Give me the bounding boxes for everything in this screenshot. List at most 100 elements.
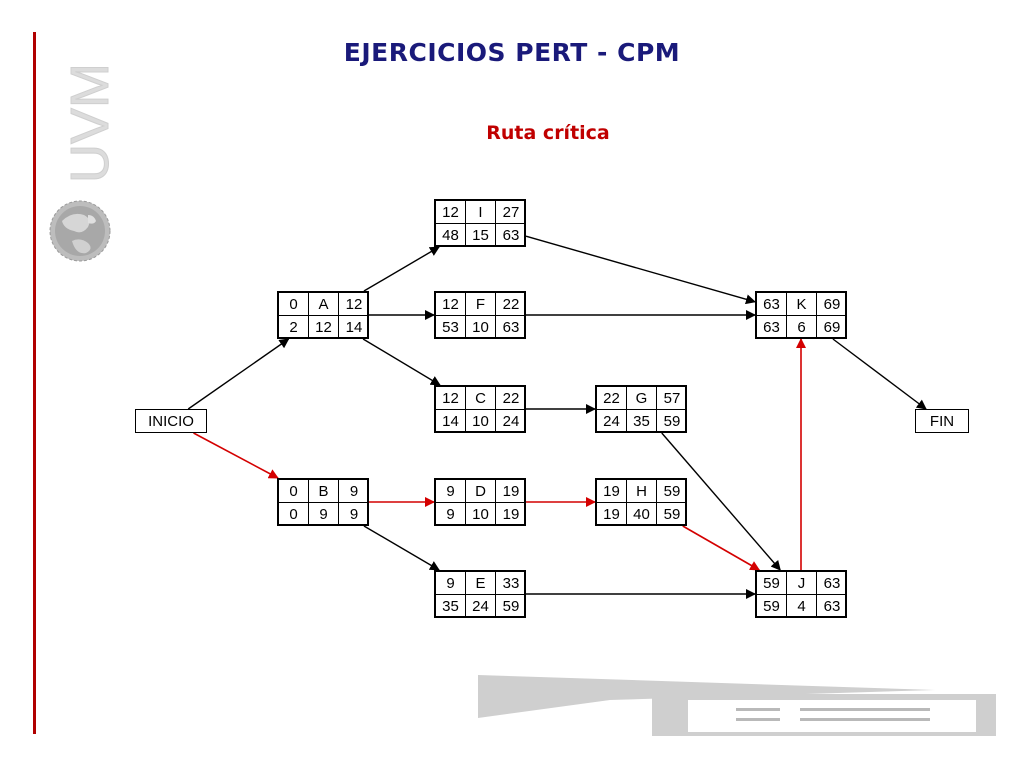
footer-line-2 (736, 718, 780, 721)
activity-node-K: 63 K 69 63 6 69 (755, 291, 847, 339)
start-node: INICIO (135, 409, 207, 433)
node-G-id: G (627, 387, 657, 410)
node-K-ls: 63 (757, 316, 787, 339)
node-H-es: 19 (597, 480, 627, 503)
node-C-lf: 24 (502, 413, 520, 430)
node-E-ef: 33 (496, 572, 526, 595)
node-F-es: 12 (436, 293, 466, 316)
node-I-es: 12 (436, 201, 466, 224)
node-I-dur: 15 (466, 224, 496, 247)
node-B-es: 0 (279, 480, 309, 503)
node-E-lf: 59 (502, 598, 520, 615)
node-D-es: 9 (436, 480, 466, 503)
uvm-logo-text: UVM (60, 63, 120, 183)
node-H-dur: 40 (627, 503, 657, 526)
node-E-dur: 24 (466, 595, 496, 618)
node-J-id: J (787, 572, 817, 595)
node-B-ls: 0 (279, 503, 309, 526)
node-K-dur: 6 (787, 316, 817, 339)
node-C-es: 12 (436, 387, 466, 410)
node-J-dur: 4 (787, 595, 817, 618)
activity-node-G: 22 G 57 24 35 59 (595, 385, 687, 433)
edge-k-to-fin (832, 338, 927, 410)
node-H-lf: 59 (663, 506, 681, 523)
node-H-ls: 19 (597, 503, 627, 526)
activity-node-J: 59 J 63 59 4 63 (755, 570, 847, 618)
node-C-id: C (466, 387, 496, 410)
activity-node-C: 12 C 22 14 10 24 (434, 385, 526, 433)
node-D-id: D (466, 480, 496, 503)
node-G-ef: 57 (657, 387, 687, 410)
node-K-lf: 69 (823, 319, 841, 336)
node-D-dur: 10 (466, 503, 496, 526)
diagram-subtitle: Ruta crítica (486, 122, 610, 144)
node-A-id: A (309, 293, 339, 316)
node-K-ef: 69 (817, 293, 847, 316)
node-F-id: F (466, 293, 496, 316)
node-D-ef: 19 (496, 480, 526, 503)
footer-panel (688, 700, 976, 732)
node-C-ef: 22 (496, 387, 526, 410)
node-B-id: B (309, 480, 339, 503)
footer-line-1 (736, 708, 780, 711)
node-F-lf: 63 (502, 319, 520, 336)
activity-node-A: 0 A 12 2 12 14 (277, 291, 369, 339)
page-title: EJERCICIOS PERT - CPM (343, 38, 681, 67)
activity-node-H: 19 H 59 19 40 59 (595, 478, 687, 526)
node-D-ls: 9 (436, 503, 466, 526)
edge-b-to-e (363, 525, 440, 571)
activity-node-I: 12 I 27 48 15 63 (434, 199, 526, 247)
activity-node-B: 0 B 9 0 9 9 (277, 478, 369, 526)
node-H-ef: 59 (657, 480, 687, 503)
node-A-ef: 12 (339, 293, 369, 316)
edge-h-to-j (682, 525, 761, 571)
node-G-ls: 24 (597, 410, 627, 433)
edge-a-to-i (363, 246, 440, 292)
node-H-id: H (627, 480, 657, 503)
node-I-ef: 27 (496, 201, 526, 224)
footer-line-4 (800, 718, 930, 721)
edge-g-to-j (661, 432, 781, 571)
node-F-ef: 22 (496, 293, 526, 316)
activity-node-D: 9 D 19 9 10 19 (434, 478, 526, 526)
uvm-logo: UVM (49, 63, 121, 262)
edge-a-to-c (362, 338, 441, 386)
node-B-lf: 9 (349, 506, 359, 523)
footer-line-3 (800, 708, 930, 711)
node-F-dur: 10 (466, 316, 496, 339)
node-I-ls: 48 (436, 224, 466, 247)
node-G-dur: 35 (627, 410, 657, 433)
left-accent-line (33, 32, 36, 734)
node-C-ls: 14 (436, 410, 466, 433)
node-A-lf: 14 (345, 319, 363, 336)
node-B-ef: 9 (339, 480, 369, 503)
node-K-es: 63 (757, 293, 787, 316)
node-A-dur: 12 (309, 316, 339, 339)
node-K-id: K (787, 293, 817, 316)
activity-node-F: 12 F 22 53 10 63 (434, 291, 526, 339)
node-A-es: 0 (279, 293, 309, 316)
end-node: FIN (915, 409, 969, 433)
node-E-id: E (466, 572, 496, 595)
globe-icon (49, 200, 111, 262)
node-G-es: 22 (597, 387, 627, 410)
node-F-ls: 53 (436, 316, 466, 339)
node-D-lf: 19 (502, 506, 520, 523)
node-I-lf: 63 (502, 227, 520, 244)
node-G-lf: 59 (663, 413, 681, 430)
edge-inicio-to-b (193, 432, 279, 479)
node-J-es: 59 (757, 572, 787, 595)
edge-inicio-to-a (187, 338, 290, 410)
node-A-ls: 2 (279, 316, 309, 339)
activity-node-E: 9 E 33 35 24 59 (434, 570, 526, 618)
node-J-ls: 59 (757, 595, 787, 618)
node-E-es: 9 (436, 572, 466, 595)
node-I-id: I (466, 201, 496, 224)
node-J-ef: 63 (817, 572, 847, 595)
node-B-dur: 9 (309, 503, 339, 526)
edge-i-to-k (525, 235, 756, 305)
node-J-lf: 63 (823, 598, 841, 615)
